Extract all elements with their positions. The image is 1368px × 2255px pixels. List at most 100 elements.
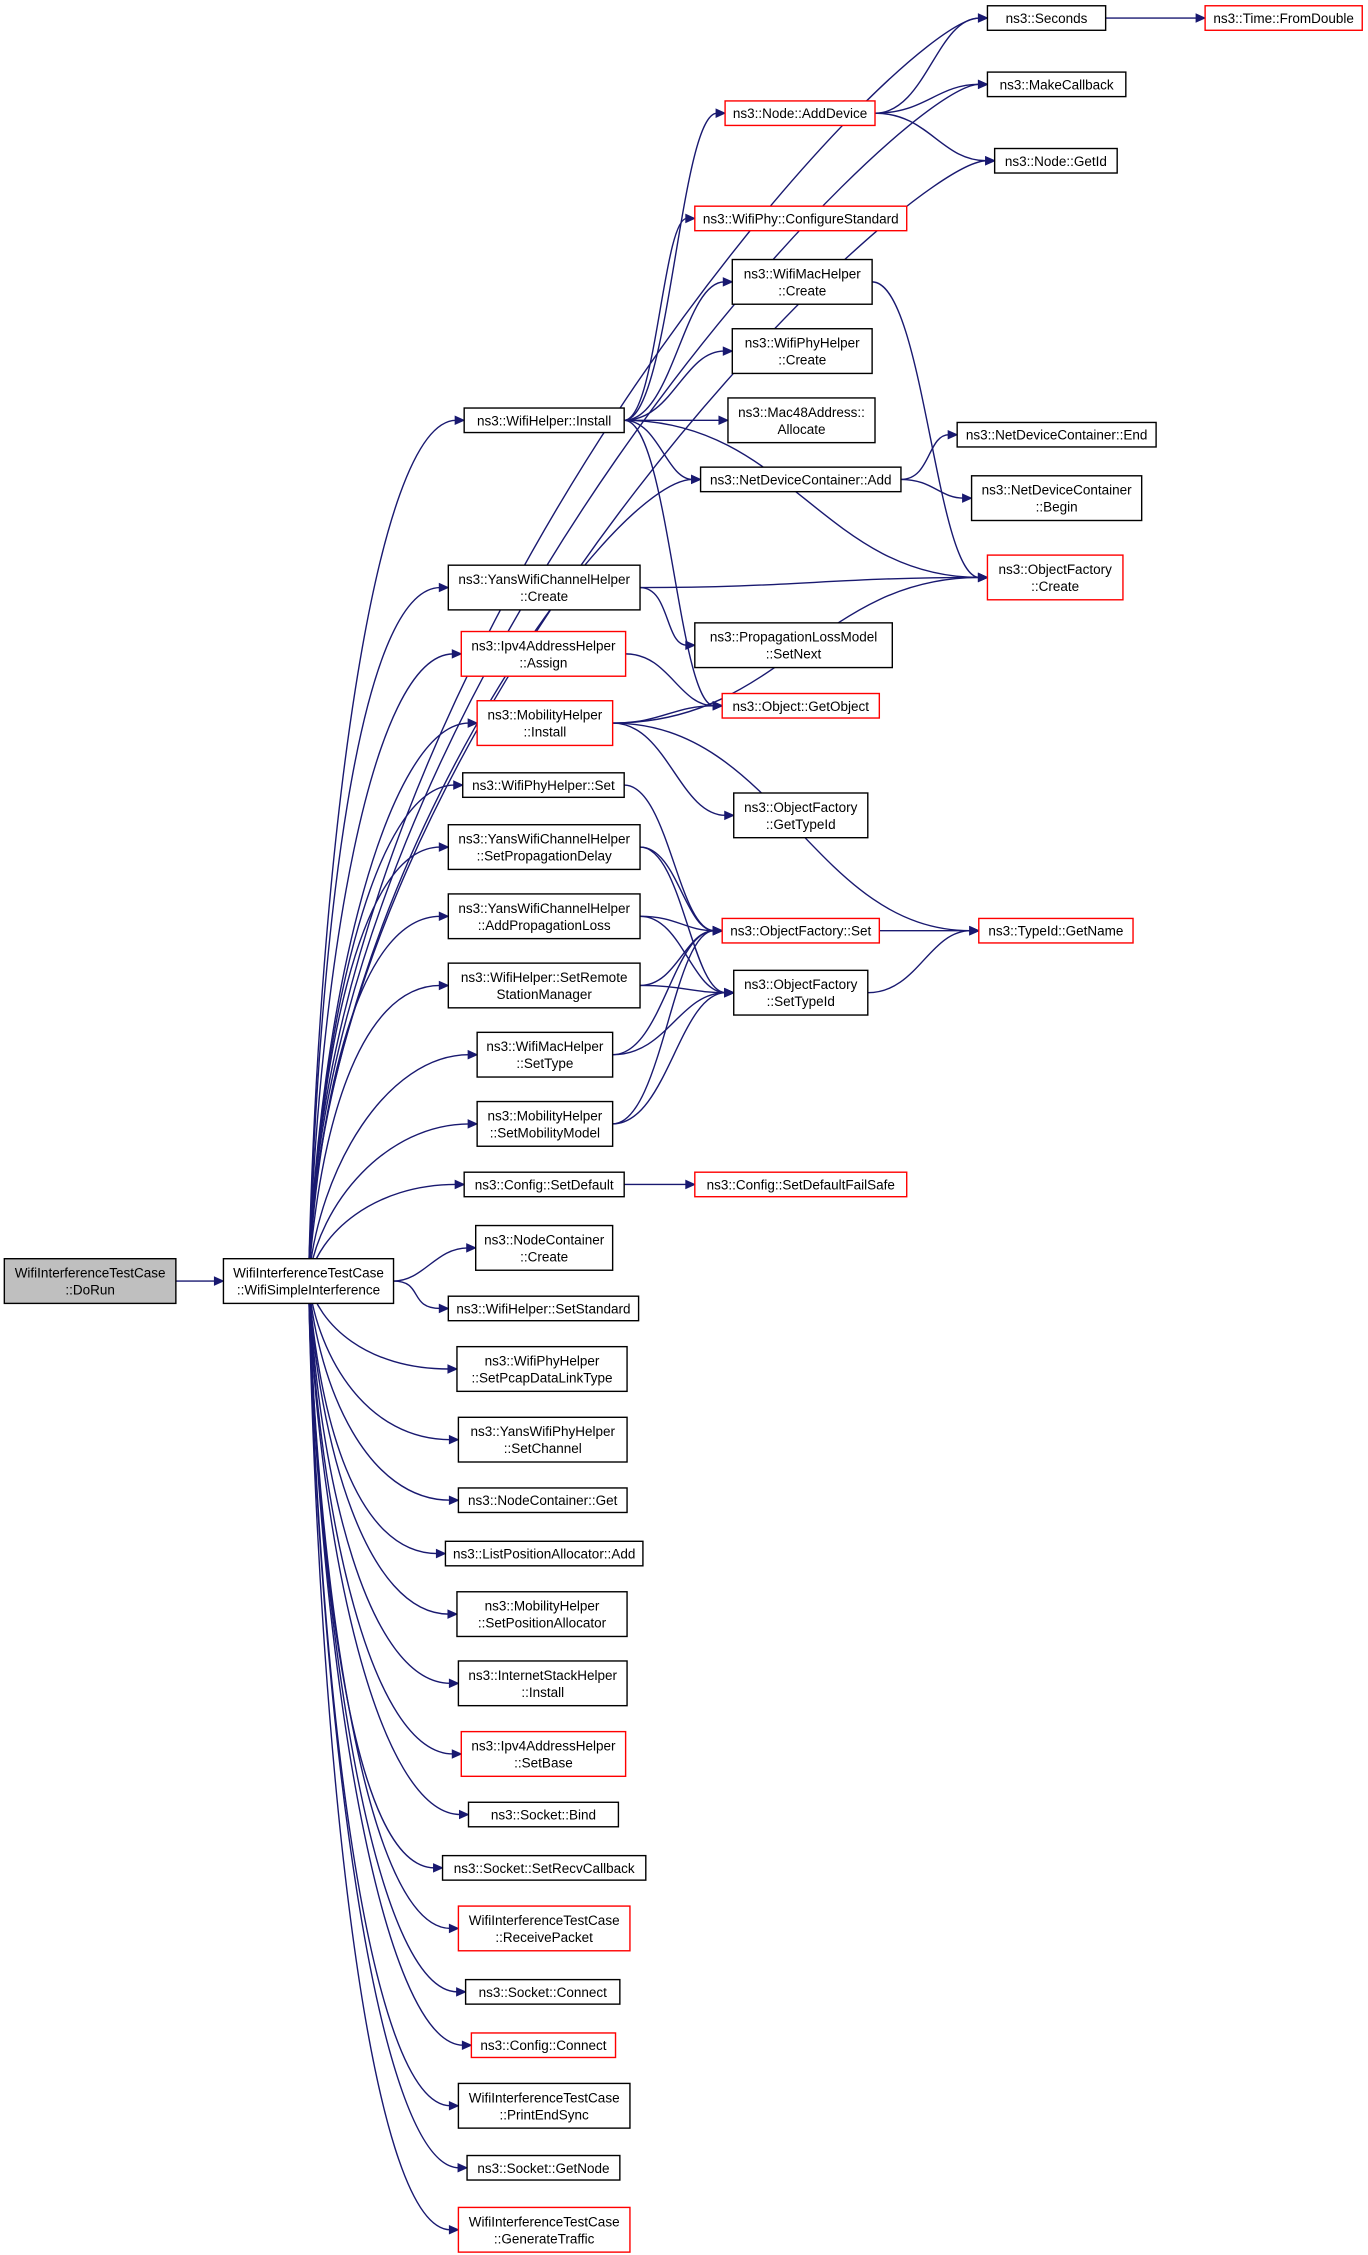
arrowhead (722, 346, 734, 356)
node-gentraffic[interactable]: WifiInterferenceTestCase::GenerateTraffi… (457, 2206, 631, 2253)
node-cfgconnect[interactable]: ns3::Config::Connect (470, 2032, 617, 2059)
node-mobsetmodel[interactable]: ns3::MobilityHelper::SetMobilityModel (476, 1100, 614, 1147)
node-box (978, 917, 1134, 944)
node-box (460, 630, 627, 677)
node-label: ns3::NetDeviceContainer::Add (710, 472, 892, 487)
call-edge (875, 112, 987, 162)
node-wmaccreate[interactable]: ns3::WifiMacHelper::Create (731, 258, 873, 305)
node-label: WifiInterferenceTestCase (469, 2090, 620, 2105)
node-label: WifiInterferenceTestCase (469, 2214, 620, 2229)
node-label: ::SetType (516, 1056, 573, 1071)
node-yanscreate[interactable]: ns3::YansWifiChannelHelper::Create (447, 564, 641, 611)
node-label: ::Assign (519, 655, 567, 670)
node-box (447, 1295, 640, 1322)
node-wifiinstall[interactable]: ns3::WifiHelper::Install (463, 407, 625, 434)
node-box (470, 2032, 617, 2059)
node-box (441, 1854, 647, 1881)
node-cfgsetdefault[interactable]: ns3::Config::SetDefault (463, 1171, 625, 1198)
arrowhead (448, 2101, 460, 2111)
node-ndcend[interactable]: ns3::NetDeviceContainer::End (956, 421, 1157, 448)
call-nodes: WifiInterferenceTestCase::DoRunWifiInter… (3, 5, 1363, 2253)
arrowhead (438, 980, 450, 991)
node-getobject[interactable]: ns3::Object::GetObject (721, 692, 881, 719)
node-ipv4assign[interactable]: ns3::Ipv4AddressHelper::Assign (460, 630, 627, 677)
node-label: ::Install (521, 1685, 564, 1700)
node-sockgetnode[interactable]: ns3::Socket::GetNode (466, 2154, 621, 2181)
node-setstandard[interactable]: ns3::WifiHelper::SetStandard (447, 1295, 640, 1322)
node-wphyset[interactable]: ns3::WifiPhyHelper::Set (462, 772, 625, 799)
node-label: ::SetBase (514, 1755, 573, 1770)
node-ofsettypeid[interactable]: ns3::ObjectFactory::SetTypeId (733, 969, 869, 1016)
arrowhead (712, 700, 724, 711)
node-plmsetnext[interactable]: ns3::PropagationLossModel::SetNext (694, 622, 893, 669)
node-nccreate[interactable]: ns3::NodeContainer::Create (475, 1224, 614, 1271)
node-inetinstall[interactable]: ns3::InternetStackHelper::Install (457, 1660, 628, 1707)
node-pcap[interactable]: ns3::WifiPhyHelper::SetPcapDataLinkType (456, 1345, 628, 1393)
node-typeidname[interactable]: ns3::TypeId::GetName (978, 917, 1134, 944)
call-edge (307, 784, 455, 1282)
node-ofset[interactable]: ns3::ObjectFactory::Set (721, 917, 881, 944)
node-label: ns3::Socket::SetRecvCallback (454, 1861, 635, 1876)
node-label: ::ReceivePacket (495, 1930, 593, 1945)
call-edge (307, 1280, 451, 1501)
node-simple[interactable]: WifiInterferenceTestCase::WifiSimpleInte… (222, 1258, 395, 1305)
node-box (457, 1905, 631, 1952)
arrowhead (448, 1434, 460, 1445)
arrowhead (691, 474, 702, 485)
node-mobinstall[interactable]: ns3::MobilityHelper::Install (476, 700, 614, 747)
node-wphycreate[interactable]: ns3::WifiPhyHelper::Create (731, 328, 873, 375)
arrowhead (685, 640, 697, 650)
node-box (727, 397, 876, 444)
node-ipv4setbase[interactable]: ns3::Ipv4AddressHelper::SetBase (460, 1730, 627, 1778)
node-ncget[interactable]: ns3::NodeContainer::Get (457, 1487, 628, 1514)
node-mac48[interactable]: ns3::Mac48Address::Allocate (727, 397, 876, 444)
node-box (993, 147, 1118, 174)
node-fromdouble[interactable]: ns3::Time::FromDouble (1204, 5, 1363, 31)
call-edge (307, 1281, 454, 1755)
node-label: ns3::ObjectFactory (744, 977, 858, 992)
node-box (476, 1100, 614, 1147)
node-root[interactable]: WifiInterferenceTestCase::DoRun (3, 1258, 177, 1305)
node-addproploss[interactable]: ns3::YansWifiChannelHelper::AddPropagati… (447, 893, 641, 940)
node-printendsync[interactable]: WifiInterferenceTestCase::PrintEndSync (457, 2082, 631, 2129)
node-cfgfailsafe[interactable]: ns3::Config::SetDefaultFailSafe (694, 1171, 908, 1198)
call-edge (875, 83, 980, 114)
call-edge (640, 915, 715, 932)
node-label: ns3::MakeCallback (1000, 77, 1114, 92)
node-box (460, 1730, 627, 1778)
node-label: ::DoRun (65, 1283, 115, 1298)
node-adddevice[interactable]: ns3::Node::AddDevice (724, 100, 876, 127)
arrowhead (467, 718, 479, 728)
node-recvpacket[interactable]: WifiInterferenceTestCase::ReceivePacket (457, 1905, 631, 1952)
node-label: ::Create (778, 353, 826, 368)
node-box (721, 917, 881, 944)
node-ofgettypeid[interactable]: ns3::ObjectFactory::GetTypeId (733, 792, 869, 839)
node-configstd[interactable]: ns3::WifiPhy::ConfigureStandard (694, 205, 908, 232)
node-ofcreate[interactable]: ns3::ObjectFactory::Create (986, 554, 1124, 601)
node-mobsetpos[interactable]: ns3::MobilityHelper::SetPositionAllocato… (456, 1591, 628, 1638)
call-edge (307, 1281, 458, 1993)
node-label: ns3::Socket::Connect (479, 1985, 608, 2000)
node-label: ::SetMobilityModel (490, 1125, 600, 1140)
node-sockbind[interactable]: ns3::Socket::Bind (467, 1801, 620, 1828)
call-edge (624, 419, 693, 481)
node-box (986, 5, 1107, 31)
node-sockconnect[interactable]: ns3::Socket::Connect (464, 1978, 621, 2005)
arrowhead (461, 2040, 473, 2050)
arrowhead (451, 649, 463, 659)
node-sockrecvcb[interactable]: ns3::Socket::SetRecvCallback (441, 1854, 647, 1881)
node-getid[interactable]: ns3::Node::GetId (993, 147, 1118, 174)
node-wmacsettype[interactable]: ns3::WifiMacHelper::SetType (476, 1031, 614, 1078)
node-ndcadd[interactable]: ns3::NetDeviceContainer::Add (699, 466, 902, 493)
arrowhead (448, 1678, 460, 1689)
node-yphysetchan[interactable]: ns3::YansWifiPhyHelper::SetChannel (457, 1416, 628, 1463)
node-label: ::GetTypeId (766, 817, 836, 832)
node-ndcbegin[interactable]: ns3::NetDeviceContainer::Begin (970, 475, 1143, 522)
node-lpaadd[interactable]: ns3::ListPositionAllocator::Add (444, 1540, 644, 1567)
node-setpropdelay[interactable]: ns3::YansWifiChannelHelper::SetPropagati… (447, 824, 641, 871)
node-makecallback[interactable]: ns3::MakeCallback (986, 71, 1127, 98)
node-seconds[interactable]: ns3::Seconds (986, 5, 1107, 31)
arrowhead (448, 1923, 460, 1934)
